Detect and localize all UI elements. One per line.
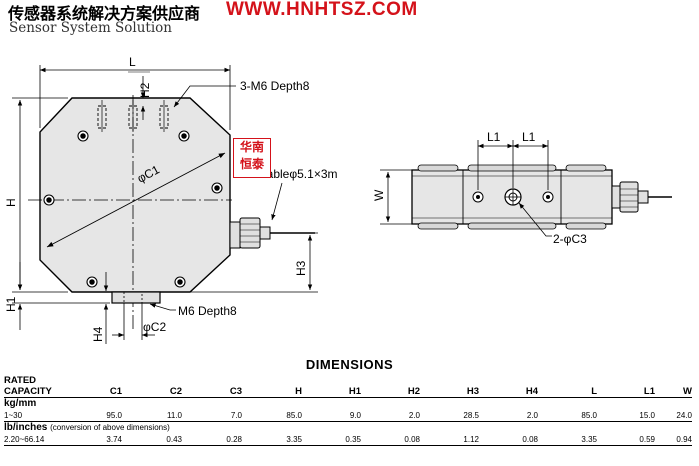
table-row: 2.20~66.14 3.74 0.43 0.28 3.35 0.35 0.08… bbox=[4, 433, 692, 446]
label-h4: H4 bbox=[91, 326, 105, 342]
table-cell: 28.5 bbox=[463, 410, 479, 420]
imperial-note: (conversion of above dimensions) bbox=[50, 423, 170, 432]
col-header: W bbox=[683, 386, 692, 397]
table-cell: 0.28 bbox=[182, 433, 242, 446]
dimensions-title: DIMENSIONS bbox=[305, 357, 394, 372]
metric-unit: kg/mm bbox=[4, 397, 692, 409]
table-cell: 0.08 bbox=[361, 433, 420, 446]
bottom-foot bbox=[111, 291, 161, 304]
label-c2: φC2 bbox=[143, 320, 166, 334]
label-l1-left: L1 bbox=[487, 130, 501, 144]
table-cell: 7.0 bbox=[230, 410, 242, 420]
label-h1: H1 bbox=[4, 296, 18, 312]
col-header: H1 bbox=[348, 386, 361, 397]
table-cell: 85.0 bbox=[286, 410, 302, 420]
company-subtitle: Sensor System Solution bbox=[9, 20, 172, 36]
load-cell-body bbox=[39, 97, 231, 293]
label-h3: H3 bbox=[294, 260, 308, 276]
label-h2: H2 bbox=[138, 82, 152, 98]
table-cell: 0.35 bbox=[302, 433, 361, 446]
c1-dimension-line bbox=[46, 152, 226, 248]
table-cell: 11.0 bbox=[167, 410, 182, 420]
metric-unit-row: kg/mm bbox=[4, 397, 692, 409]
side-cable-gland bbox=[611, 181, 672, 213]
table-cell: 95.0 bbox=[106, 410, 122, 420]
col-header: C1 bbox=[109, 386, 122, 397]
company-name-cn: 传感器系统解决方案供应商 bbox=[8, 4, 201, 23]
table-cell: 15.0 bbox=[639, 410, 655, 420]
label-cable: Cableφ5.1×3m bbox=[258, 167, 338, 181]
label-h: H bbox=[4, 198, 18, 207]
table-cell: 0.94 bbox=[655, 433, 692, 446]
imperial-unit-row: lb/inches (conversion of above dimension… bbox=[4, 421, 692, 433]
table-cell: 85.0 bbox=[581, 410, 597, 420]
label-thread-top: 3-M6 Depth8 bbox=[240, 79, 310, 93]
col-header: H2 bbox=[407, 386, 420, 397]
col-header: H3 bbox=[466, 386, 479, 397]
table-cell: 3.74 bbox=[76, 433, 122, 446]
table-cell: 2.0 bbox=[408, 410, 420, 420]
label-l: L bbox=[129, 55, 136, 69]
imperial-unit: lb/inches (conversion of above dimension… bbox=[4, 421, 692, 433]
table-row: 1~30 95.0 11.0 7.0 85.0 9.0 2.0 28.5 2.0… bbox=[4, 409, 692, 422]
col-header: H bbox=[295, 386, 302, 397]
label-w: W bbox=[372, 189, 386, 201]
mounting-holes bbox=[43, 130, 223, 288]
table-cell: 24.0 bbox=[676, 410, 692, 420]
company-url[interactable]: WWW.HNHTSZ.COM bbox=[226, 0, 418, 20]
col-header: C3 bbox=[229, 386, 242, 397]
col-header: L1 bbox=[643, 386, 655, 397]
table-cell: 1.12 bbox=[420, 433, 479, 446]
label-c3: 2-φC3 bbox=[553, 232, 587, 246]
col-header: L bbox=[591, 386, 597, 397]
metric-capacity: 1~30 bbox=[4, 410, 23, 420]
company-stamp: 华南 恒泰 bbox=[233, 138, 271, 178]
col-header: H4 bbox=[525, 386, 538, 397]
imperial-capacity: 2.20~66.14 bbox=[4, 433, 76, 446]
table-cell: 2.0 bbox=[526, 410, 538, 420]
table-cell: 3.35 bbox=[538, 433, 597, 446]
table-cell: 3.35 bbox=[242, 433, 302, 446]
table-cell: 0.59 bbox=[597, 433, 655, 446]
technical-drawing: L H2 3-M6 Depth8 φC1 Cableφ5.1×3m H H3 H… bbox=[4, 55, 672, 344]
table-cell: 9.0 bbox=[349, 410, 361, 420]
col-header: C2 bbox=[169, 386, 182, 397]
table-cell: 0.08 bbox=[479, 433, 538, 446]
side-view-body bbox=[411, 164, 613, 230]
label-thread-bottom: M6 Depth8 bbox=[178, 304, 237, 318]
label-l1-right: L1 bbox=[522, 130, 536, 144]
table-cell: 0.43 bbox=[122, 433, 182, 446]
